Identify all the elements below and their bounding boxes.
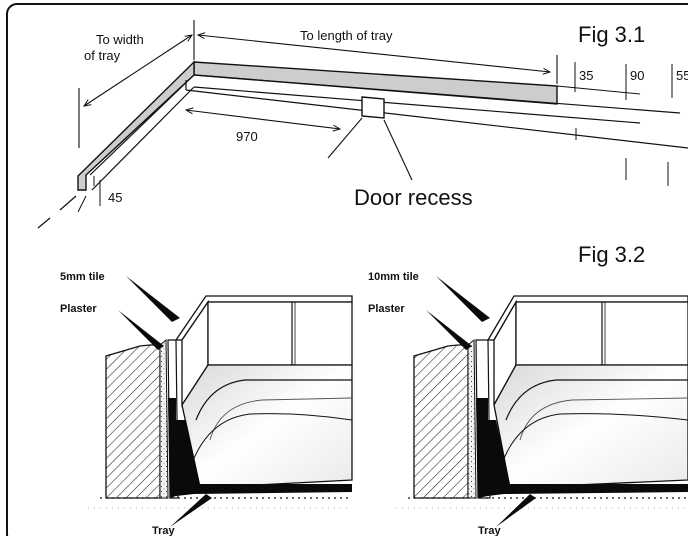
tray-rim-left [195,379,352,421]
wall-left [105,344,161,499]
tile-label-right: 10mm tile [368,271,419,283]
to-width-label: To width of tray [84,32,147,63]
dim-90-label: 90 [630,68,644,83]
tray-rim-right [505,379,688,421]
tray-body-left [181,364,353,489]
dash-left-2 [37,217,51,229]
tray-seal-right [476,398,688,498]
tray-inner-right [519,397,688,441]
long-edge-ext [556,85,641,95]
dash-left-3 [77,195,87,213]
dash-left-1 [59,195,77,211]
tray-pointer-left [170,494,212,527]
to-width-line1: To width [96,32,144,47]
to-length-label: To length of tray [300,28,393,43]
plaster-pointer-right [426,310,472,350]
width-edge-lower [91,86,195,191]
door-leader-left [327,117,363,159]
tray-label-left: Tray [152,525,176,536]
long-edge-lower [185,89,688,149]
width-channel [77,60,195,191]
length-arrow [198,35,550,72]
back-panel-left [207,301,353,366]
fig-3-1: Fig 3.1 To width of tray To length of tr… [37,20,688,229]
tray-basin-left [185,413,353,485]
fig31-title: Fig 3.1 [578,22,645,47]
plaster-right [467,338,477,499]
door-recess-box [361,96,385,119]
fig-3-2-right-section: 10mm tile Plaster Tray [368,271,688,536]
tray-label-right: Tray [478,525,502,536]
plaster-label-left: Plaster [60,303,97,315]
tray-inner-left [209,397,353,441]
plaster-label-right: Plaster [368,303,405,315]
tray-seal-left [168,398,352,498]
fig-3-2-left-section: 5mm tile Plaster Tray [60,271,353,536]
plaster-pointer-left [118,310,164,350]
wall-right [413,344,469,499]
long-edge-mid [193,86,641,124]
frame-border [6,3,688,536]
fig32-title: Fig 3.2 [578,242,645,267]
to-width-line2: of tray [84,48,121,63]
dim-970-label: 970 [236,129,258,144]
plaster-left [159,338,169,499]
tray-pointer-right [496,494,536,527]
tile-pointer-right [436,276,490,322]
dim-35-label: 35 [579,68,593,83]
tray-body-right [493,364,688,489]
tray-basin-right [495,413,688,485]
width-edge-inner [89,74,195,176]
tile-label-left: 5mm tile [60,271,105,283]
door-recess-label: Door recess [354,185,473,210]
width-arrow [84,35,192,106]
tile-pointer-left [126,276,180,322]
dim-970-arrow [186,110,340,129]
dim-45-label: 45 [108,190,122,205]
door-leader-right [383,119,413,181]
dim-55-label: 55 [676,68,688,83]
long-edge-upper [193,74,681,114]
